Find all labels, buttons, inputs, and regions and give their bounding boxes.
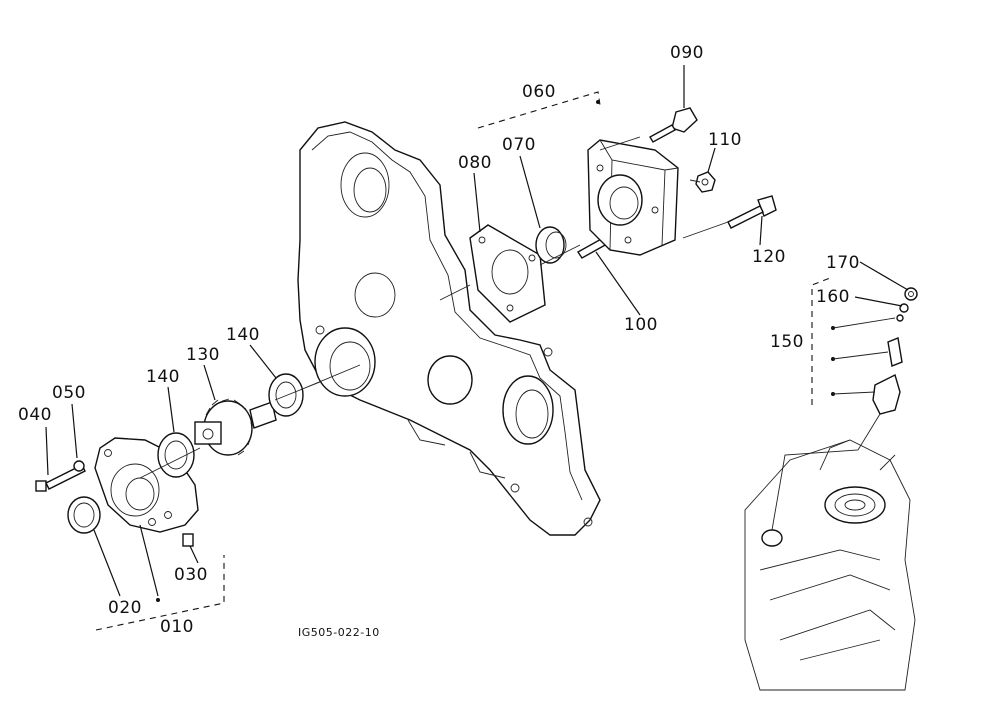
callout-050: 050 (52, 383, 86, 403)
callout-030: 030 (174, 565, 208, 585)
callout-120: 120 (752, 247, 786, 267)
callout-140-left: 140 (146, 367, 180, 387)
callout-100: 100 (624, 315, 658, 335)
callout-060: 060 (522, 82, 556, 102)
gear-130 (194, 398, 277, 456)
bracket-150 (811, 277, 831, 405)
washer-140-left (157, 432, 195, 478)
callout-040: 040 (18, 405, 52, 425)
callout-130: 130 (186, 345, 220, 365)
drawing-code: IG505-022-10 (298, 626, 380, 639)
bearing-070 (535, 226, 567, 264)
cap-170 (904, 287, 918, 301)
callout-170: 170 (826, 253, 860, 273)
oil-seal-020 (67, 496, 101, 534)
cover-060 (587, 139, 679, 256)
washer-140-right (268, 373, 304, 417)
callout-070: 070 (502, 135, 536, 155)
callout-090: 090 (670, 43, 704, 63)
bolt-090 (649, 107, 698, 143)
washer-160 (899, 303, 909, 313)
washer-050 (73, 460, 85, 472)
callout-080: 080 (458, 153, 492, 173)
callout-110: 110 (708, 130, 742, 150)
callout-010: 010 (160, 617, 194, 637)
fitting-150 (872, 314, 904, 415)
bolt-040 (35, 464, 86, 492)
callout-160: 160 (816, 287, 850, 307)
callout-150: 150 (770, 332, 804, 352)
bolt-120 (727, 195, 777, 229)
gasket-080 (469, 224, 546, 323)
engine-block-detail (744, 439, 916, 691)
callout-140-right: 140 (226, 325, 260, 345)
gear-case-cover (297, 121, 601, 536)
pin-030 (182, 533, 194, 547)
callout-020: 020 (108, 598, 142, 618)
